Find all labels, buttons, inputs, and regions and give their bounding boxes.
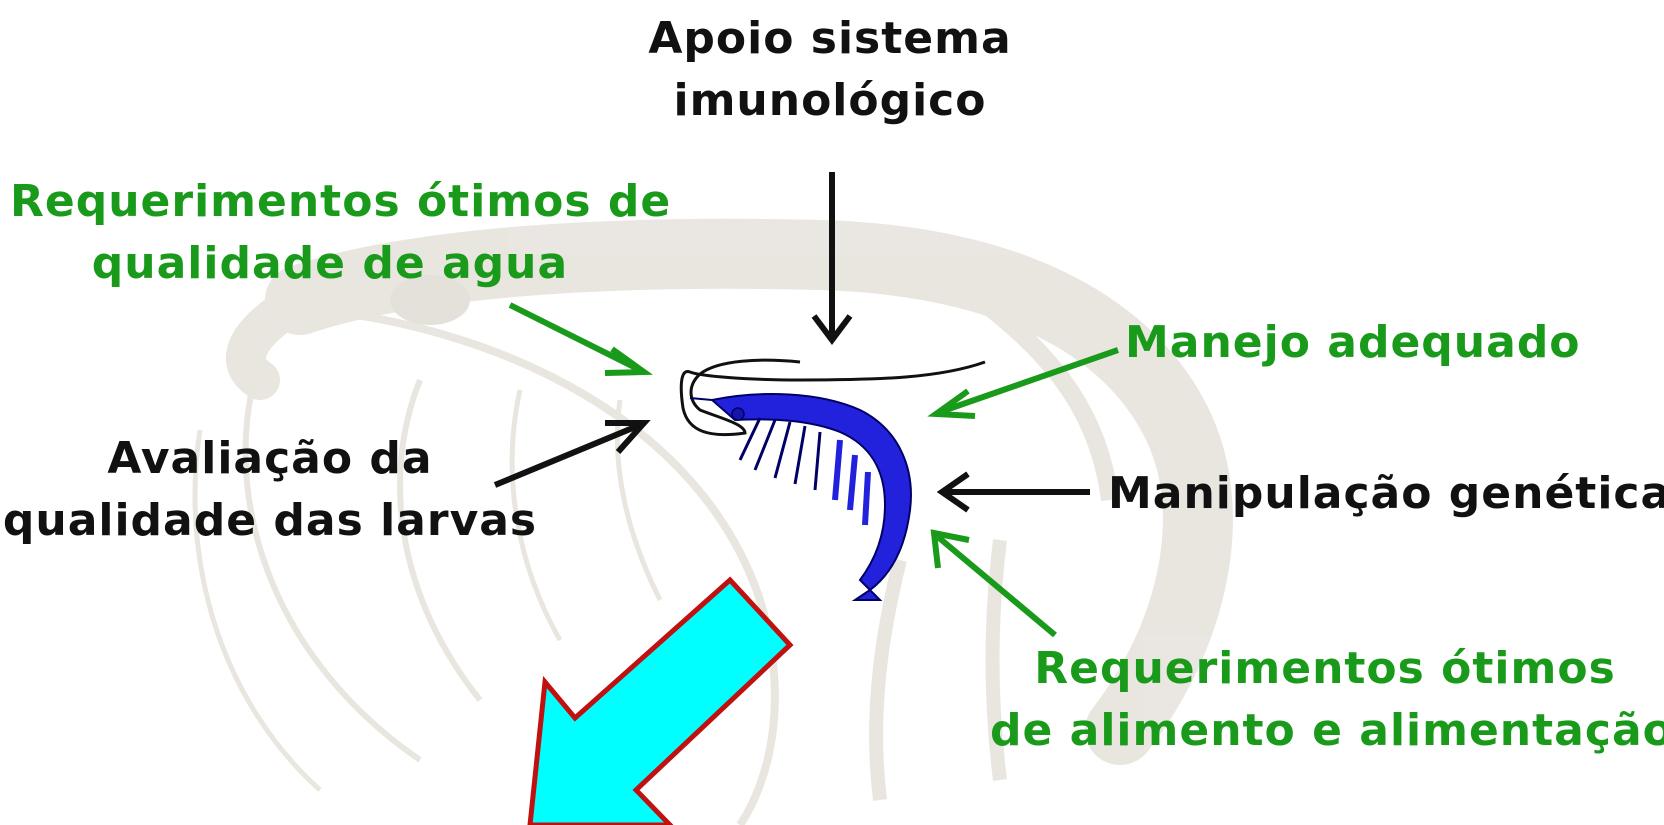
- genetics-label: Manipulação genética: [1108, 463, 1664, 525]
- water-quality-label: Requerimentos ótimos de qualidade de agu…: [10, 171, 650, 295]
- feed-label-line2: de alimento e alimentação: [990, 700, 1660, 762]
- immune-support-label: Apoio sistema imunológico: [640, 8, 1020, 132]
- water-label-line2: qualidade de agua: [10, 233, 650, 295]
- big-down-left-arrow: [530, 580, 790, 825]
- management-arrow: [940, 350, 1118, 412]
- larvae-label-line1: Avaliação da: [0, 428, 540, 490]
- genetics-label-line1: Manipulação genética: [1108, 463, 1664, 525]
- immune-label-line1: Apoio sistema: [640, 8, 1020, 70]
- larvae-label-line2: qualidade das larvas: [0, 490, 540, 552]
- management-label: Manejo adequado: [1125, 312, 1581, 374]
- shrimp-icon: [690, 394, 911, 600]
- water-label-line1: Requerimentos ótimos de: [10, 171, 650, 233]
- feed-requirements-label: Requerimentos ótimos de alimento e alime…: [990, 638, 1660, 762]
- management-label-line1: Manejo adequado: [1125, 312, 1581, 374]
- larvae-quality-label: Avaliação da qualidade das larvas: [0, 428, 540, 552]
- immune-label-line2: imunológico: [640, 70, 1020, 132]
- feed-label-line1: Requerimentos ótimos: [990, 638, 1660, 700]
- water-arrow: [510, 305, 640, 370]
